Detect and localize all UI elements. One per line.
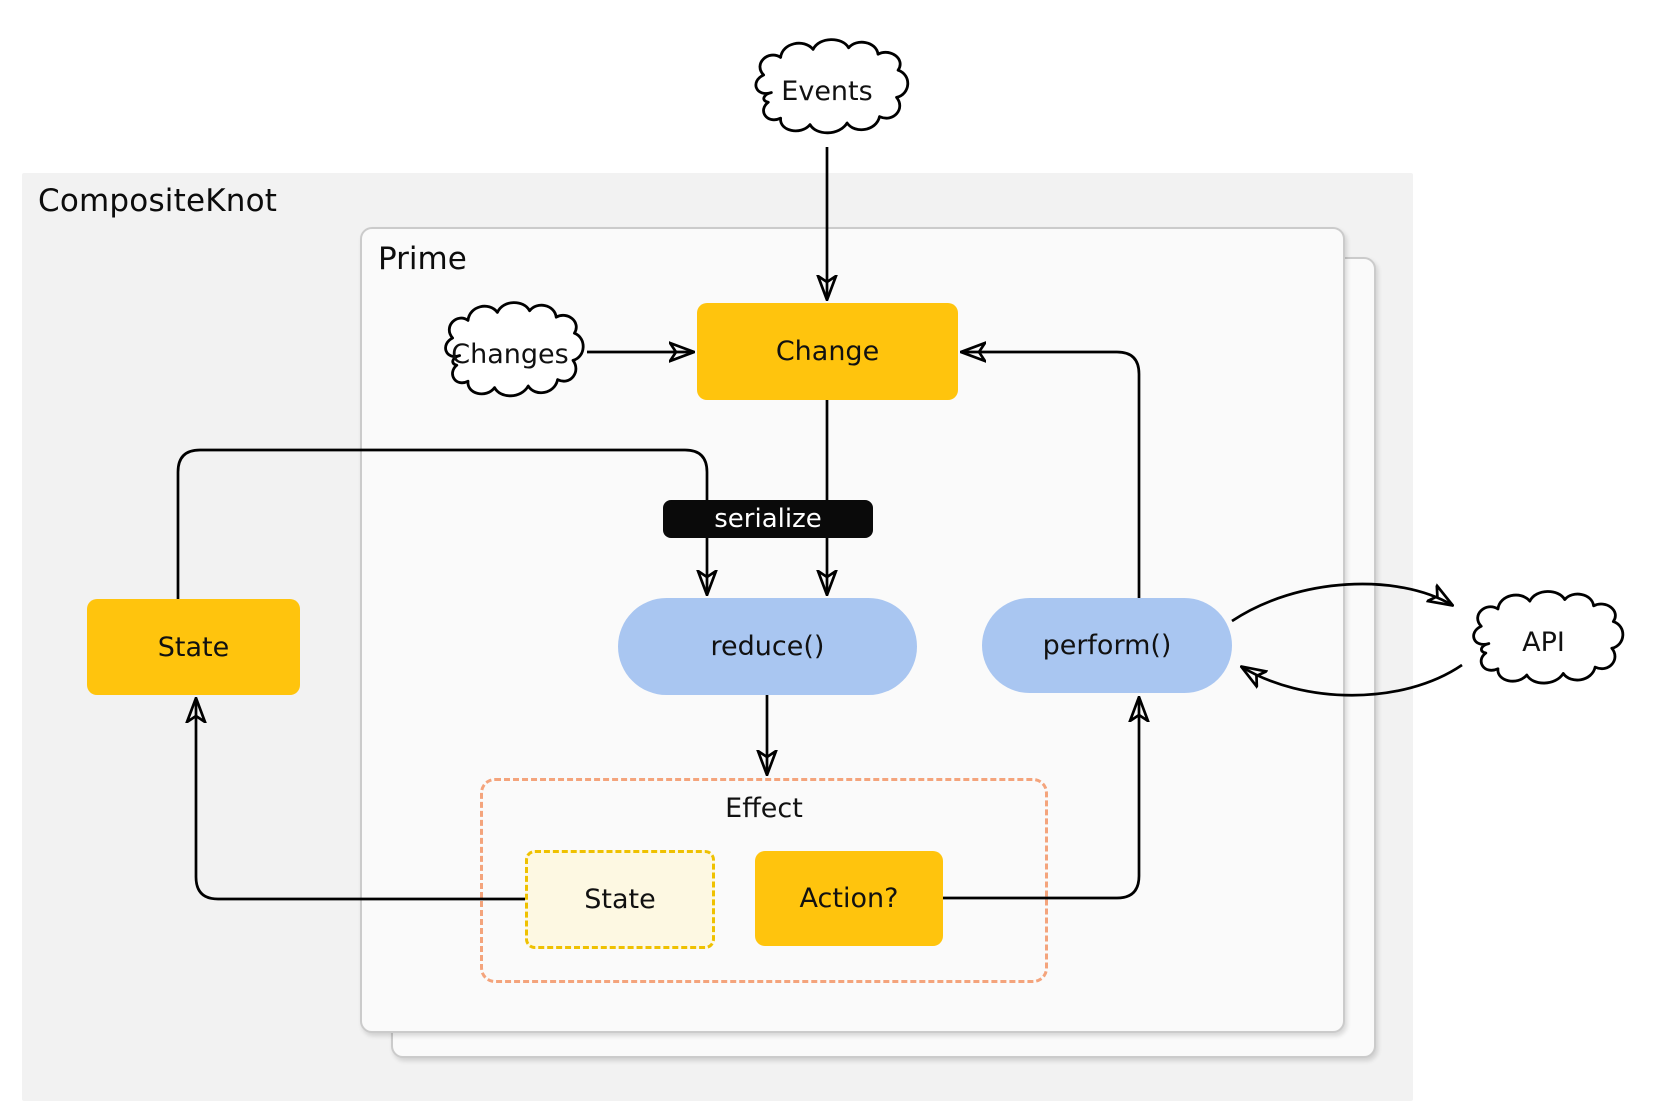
cloud-icon [433, 298, 587, 410]
effect-state-label: State [584, 884, 656, 915]
cloud-icon [1460, 587, 1627, 697]
serialize-node: serialize [663, 500, 873, 538]
change-label: Change [775, 336, 880, 367]
api-cloud-node: API [1460, 587, 1627, 697]
perform-node: perform() [982, 598, 1232, 693]
effect-state-node: State [525, 850, 715, 949]
edge-perform-to-change [962, 352, 1141, 598]
edge-api-to-perform [1242, 663, 1463, 697]
edge-perform-to-api [1231, 582, 1452, 623]
action-node: Action? [755, 851, 943, 946]
action-label: Action? [799, 883, 899, 914]
perform-label: perform() [1042, 630, 1172, 661]
api-label: API [1522, 626, 1565, 658]
edge-action-to-perform [943, 698, 1139, 900]
edge-effectstate-to-state [196, 699, 525, 901]
serialize-label: serialize [714, 504, 822, 534]
changes-cloud-node: Changes [433, 298, 587, 410]
reduce-node: reduce() [618, 598, 917, 695]
effect-container: Effect [480, 778, 1048, 983]
events-cloud-node: Events [742, 35, 912, 147]
effect-label: Effect [725, 793, 803, 824]
reduce-label: reduce() [710, 631, 825, 662]
composite-knot-label: CompositeKnot [38, 183, 278, 219]
state-label: State [157, 631, 230, 663]
cloud-icon [742, 35, 912, 147]
events-label: Events [781, 75, 873, 107]
change-node: Change [697, 303, 958, 400]
state-node: State [87, 599, 300, 695]
changes-label: Changes [451, 338, 569, 370]
edge-state-to-reduce [176, 448, 707, 599]
prime-label: Prime [378, 241, 467, 277]
